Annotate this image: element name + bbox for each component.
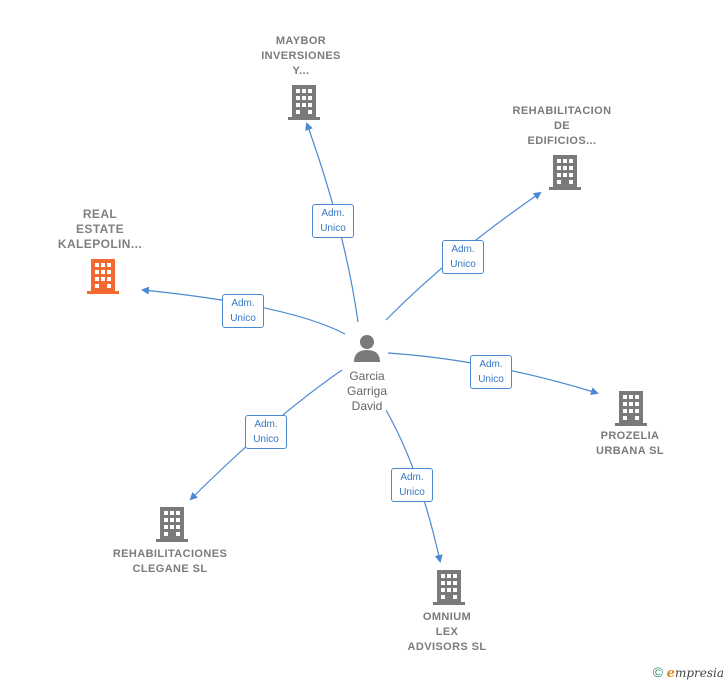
person-icon[interactable] [352, 333, 382, 363]
brand-logo-text: mpresia [674, 666, 724, 680]
edge-label-role-type: Unico [450, 259, 476, 270]
edge-label-role: Adm. [254, 419, 278, 430]
building-icon[interactable] [433, 569, 465, 605]
company-name-omnium[interactable]: OMNIUM LEX ADVISORS SL [407, 611, 487, 653]
edge-label-real-estate[interactable]: Adm. Unico [222, 294, 264, 328]
copyright-symbol: © [652, 664, 664, 680]
edge-label-role: Adm. [231, 298, 255, 309]
brand-footer: © empresia [653, 664, 724, 681]
building-icon[interactable] [615, 390, 647, 426]
company-name-rehab-clegane[interactable]: REHABILITACIONES CLEGANE SL [112, 548, 228, 575]
edge-label-rehab-edificios[interactable]: Adm. Unico [442, 240, 484, 274]
edge-label-role-type: Unico [320, 223, 346, 234]
edge-label-omnium[interactable]: Adm. Unico [391, 468, 433, 502]
edge-label-role-type: Unico [253, 434, 279, 445]
edge-label-role: Adm. [479, 359, 503, 370]
edge-label-prozelia[interactable]: Adm. Unico [470, 355, 512, 389]
edge-label-role: Adm. [451, 244, 475, 255]
company-name-real-estate[interactable]: REAL ESTATE KALEPOLIN... [57, 207, 143, 251]
edge-label-rehab-clegane[interactable]: Adm. Unico [245, 415, 287, 449]
edge-label-role-type: Unico [478, 374, 504, 385]
building-icon[interactable] [288, 84, 320, 120]
edge-label-maybor[interactable]: Adm. Unico [312, 204, 354, 238]
building-icon-highlighted[interactable] [87, 258, 119, 294]
edge-label-role-type: Unico [399, 487, 425, 498]
edge-real-estate [141, 286, 346, 335]
edge-label-role: Adm. [400, 472, 424, 483]
company-name-prozelia[interactable]: PROZELIA URBANA SL [596, 430, 664, 457]
building-icon[interactable] [549, 154, 581, 190]
edge-label-role: Adm. [321, 208, 345, 219]
person-name[interactable]: Garcia Garriga David [346, 369, 387, 413]
company-name-maybor[interactable]: MAYBOR INVERSIONES Y... [261, 35, 341, 77]
edge-label-role-type: Unico [230, 313, 256, 324]
building-icon[interactable] [156, 506, 188, 542]
company-name-rehab-edificios[interactable]: REHABILITACION DE EDIFICIOS... [512, 105, 612, 147]
brand-logo-initial: e [666, 666, 675, 681]
